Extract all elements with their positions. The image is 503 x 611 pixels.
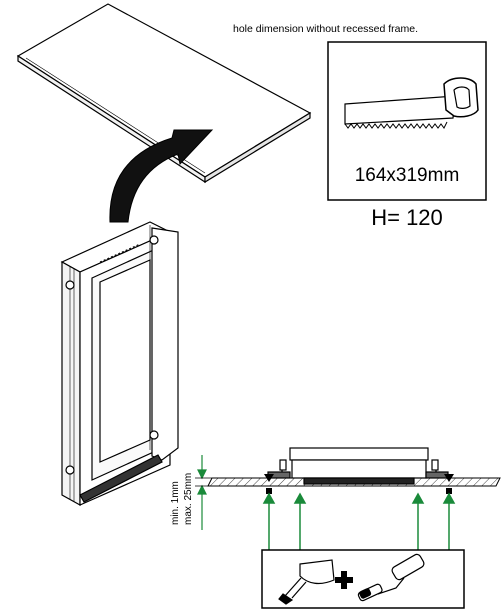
max-thickness-label: max. 25mm bbox=[183, 473, 194, 525]
hole-dimension-note: hole dimension without recessed frame. bbox=[233, 23, 418, 35]
screw-icon-right bbox=[444, 474, 454, 494]
min-thickness-label: min. 1mm bbox=[170, 481, 181, 525]
fixture-section bbox=[267, 447, 449, 485]
cutout-dimension: 164x319mm bbox=[355, 165, 460, 186]
putty-knife-icon bbox=[278, 559, 335, 605]
hand-saw-icon bbox=[344, 77, 479, 129]
thickness-dimension bbox=[195, 455, 222, 530]
height-label: H= 120 bbox=[371, 205, 443, 230]
paint-roller-icon bbox=[357, 553, 425, 602]
fix-arrows bbox=[262, 492, 456, 550]
screw-icon-left bbox=[264, 474, 274, 494]
recessed-frame bbox=[60, 221, 179, 507]
plus-icon bbox=[335, 571, 353, 589]
curved-arrow-icon bbox=[109, 129, 214, 223]
